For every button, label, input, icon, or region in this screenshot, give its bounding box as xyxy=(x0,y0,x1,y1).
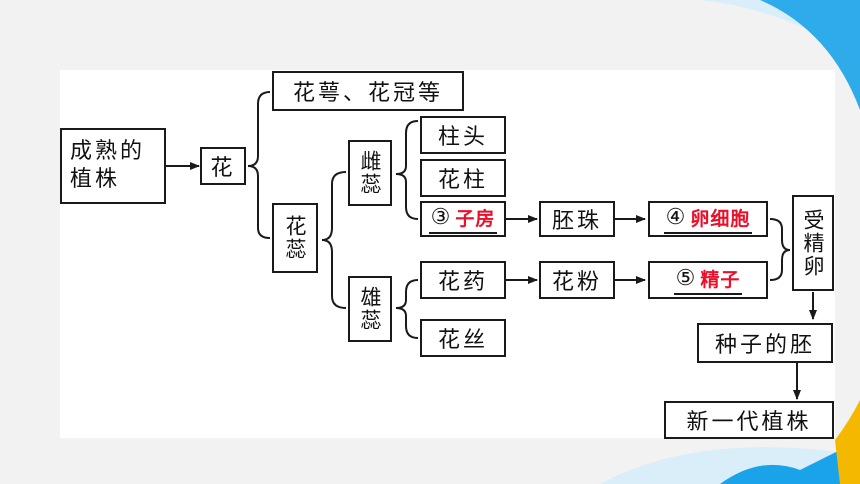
node-sperm: ⑤ 精子 xyxy=(648,261,768,299)
node-filament-label: 花丝 xyxy=(437,328,488,353)
brace-stamen-pistil xyxy=(321,171,347,309)
node-fertilized-egg-label: 受精卵 xyxy=(801,208,825,278)
node-pollen: 花粉 xyxy=(539,261,615,299)
node-stamen-pistil: 花蕊 xyxy=(272,203,318,273)
node-style: 花柱 xyxy=(420,159,506,197)
node-ovary: ③ 子房 xyxy=(420,201,506,237)
node-egg: ④ 卵细胞 xyxy=(648,201,768,237)
answer-number-3: ③ xyxy=(430,205,454,230)
node-pollen-label: 花粉 xyxy=(551,270,602,295)
node-stamen: 雄蕊 xyxy=(348,276,392,342)
node-egg-label: 卵细胞 xyxy=(690,208,751,230)
node-new-plant-label: 新一代植株 xyxy=(686,410,812,435)
node-new-plant: 新一代植株 xyxy=(664,401,834,439)
bottom-wave-blue xyxy=(720,440,860,484)
brace-fusion xyxy=(769,218,791,281)
answer-egg: ④ 卵细胞 xyxy=(663,204,753,234)
node-embryo: 种子的胚 xyxy=(697,323,833,363)
node-anther: 花药 xyxy=(420,261,506,299)
node-sepal-petal-label: 花萼、花冠等 xyxy=(292,81,443,106)
node-sperm-label: 精子 xyxy=(700,269,741,291)
bottom-wave-yellow xyxy=(835,400,860,484)
node-pistil-label: 雌蕊 xyxy=(358,150,382,196)
answer-sperm: ⑤ 精子 xyxy=(673,265,743,295)
node-ovary-label: 子房 xyxy=(455,208,496,230)
node-ovule: 胚珠 xyxy=(539,201,615,237)
brace-stamen xyxy=(395,279,419,339)
node-anther-label: 花药 xyxy=(437,270,488,295)
answer-number-4: ④ xyxy=(665,205,689,230)
node-pistil: 雌蕊 xyxy=(348,140,392,206)
node-stigma-label: 柱头 xyxy=(437,125,488,150)
node-mature-plant-label: 成熟的植株 xyxy=(70,139,146,192)
node-stigma: 柱头 xyxy=(420,116,506,154)
node-stamen-pistil-label: 花蕊 xyxy=(283,215,307,261)
brace-flower xyxy=(247,91,271,239)
node-stamen-label: 雄蕊 xyxy=(358,286,382,332)
node-style-label: 花柱 xyxy=(437,168,488,193)
node-flower-label: 花 xyxy=(210,156,236,181)
answer-ovary: ③ 子房 xyxy=(428,204,498,234)
answer-number-5: ⑤ xyxy=(675,266,699,291)
corner-wave-blue xyxy=(760,0,860,110)
node-flower: 花 xyxy=(200,147,246,185)
node-embryo-label: 种子的胚 xyxy=(714,333,815,358)
node-ovule-label: 胚珠 xyxy=(551,209,602,234)
node-fertilized-egg: 受精卵 xyxy=(792,195,834,291)
brace-pistil xyxy=(395,120,419,220)
node-mature-plant: 成熟的植株 xyxy=(60,128,166,204)
node-filament: 花丝 xyxy=(420,319,506,357)
node-sepal-petal: 花萼、花冠等 xyxy=(272,71,464,111)
